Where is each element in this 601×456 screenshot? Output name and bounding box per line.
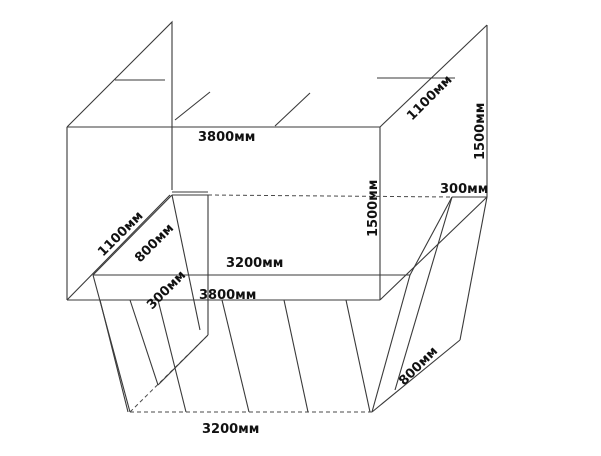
inner-back-dashed <box>207 194 453 198</box>
outer-frame <box>66 20 488 301</box>
inner-front-left <box>92 194 173 276</box>
brace-2 <box>174 91 211 121</box>
inner-right <box>409 196 453 276</box>
label-bottom-width: 3200мм <box>202 422 259 437</box>
brace-3 <box>274 92 311 127</box>
back-left-edge <box>66 20 173 190</box>
skirt-right-inner <box>394 196 453 391</box>
bottom-right-rail <box>379 196 488 301</box>
skirt-left-a <box>92 274 131 413</box>
skirt-post-2 <box>221 299 250 413</box>
label-bottom-front-width: 3800мм <box>199 288 256 303</box>
right-top-edge <box>379 24 488 128</box>
skirt-left-inner-a <box>171 194 201 331</box>
skirt-post-1 <box>157 299 187 413</box>
skirt-bottom-right <box>371 339 461 413</box>
skirt-right-back <box>459 196 488 341</box>
label-right-margin: 300мм <box>440 182 488 197</box>
label-top-depth-right: 1100мм <box>404 73 455 124</box>
skirt-post-3 <box>283 299 309 413</box>
skirt-left-post <box>129 299 159 386</box>
skirt-left-b <box>99 299 129 413</box>
inner-box <box>92 194 487 335</box>
label-top-height-right: 1500мм <box>473 103 488 160</box>
lower-skirt <box>92 194 488 413</box>
skirt-inner-back <box>157 334 209 386</box>
label-top-inner-width: 3200мм <box>226 256 283 271</box>
label-top-front-width: 3800мм <box>198 130 255 145</box>
label-bottom-depth: 800мм <box>396 344 441 389</box>
label-top-height-front: 1500мм <box>366 180 381 237</box>
skirt-right-front <box>371 274 411 413</box>
bottom-left-rail <box>66 194 171 301</box>
skirt-post-4 <box>345 299 371 413</box>
cross-braces <box>115 77 455 127</box>
